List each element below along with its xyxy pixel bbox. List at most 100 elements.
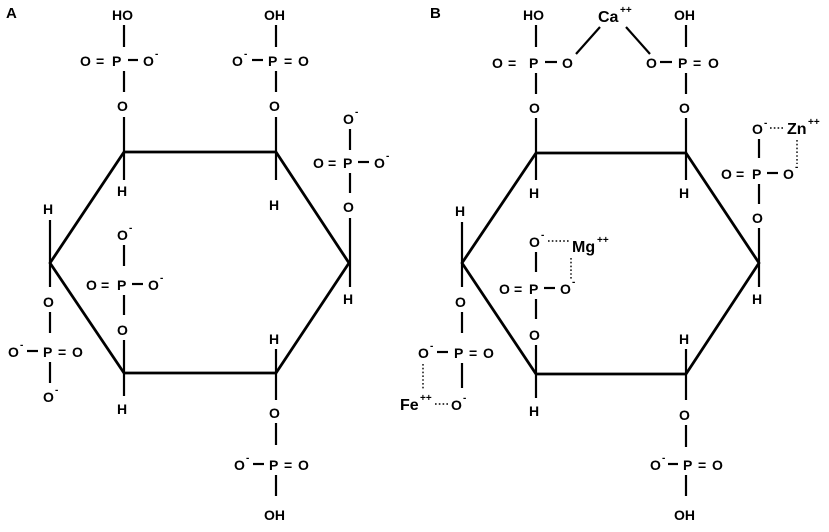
oxygen-label: O [343, 111, 354, 127]
phosphorus-label: P [43, 344, 52, 360]
oxygen-label: O [492, 55, 503, 71]
hydroxyl-label: OH [674, 507, 695, 523]
negative-charge: - [463, 393, 466, 404]
bridge-oxygen-label: O [43, 294, 54, 310]
phosphorus-label: P [112, 53, 121, 69]
oxygen-label: O [783, 166, 794, 182]
hydroxyl-label: OH [674, 7, 695, 23]
oxygen-label: O [499, 281, 510, 297]
panel-a-inositol-ring [48, 150, 351, 375]
bridge-oxygen-label: O [455, 294, 466, 310]
hydroxyl-label: HO [523, 7, 544, 23]
panel-b-inositol-ring [460, 151, 761, 376]
double-bond-label: = [508, 55, 516, 71]
oxygen-label: O [117, 227, 128, 243]
double-bond-label: = [693, 55, 701, 71]
oxygen-label: O [43, 389, 54, 405]
bridge-oxygen-label: O [529, 100, 540, 116]
oxygen-label: O [418, 345, 429, 361]
negative-charge: - [55, 385, 58, 396]
bridge-oxygen-label: O [529, 327, 540, 343]
phosphorus-label: P [752, 166, 761, 182]
negative-charge: - [160, 273, 163, 284]
negative-charge: - [541, 230, 544, 241]
magnesium-charge: ++ [597, 235, 609, 246]
calcium-charge: ++ [620, 5, 632, 16]
phosphorus-label: P [529, 55, 538, 71]
negative-charge: - [795, 162, 798, 173]
oxygen-label: O [80, 53, 91, 69]
panel-b-phosphate-4: O - Mg ++ O = P O - O H [499, 230, 609, 419]
hydrogen-label: H [752, 291, 762, 307]
hydrogen-label: H [117, 401, 127, 417]
iron-charge: ++ [420, 393, 432, 404]
hydrogen-label: H [43, 201, 53, 217]
double-bond-label: = [58, 344, 66, 360]
panel-b: B Ca ++ HO O = P O O H OH O [400, 5, 820, 523]
oxygen-label: O [148, 277, 159, 293]
hydrogen-label: H [529, 185, 539, 201]
phosphorus-label: P [269, 457, 278, 473]
oxygen-label: O [72, 344, 83, 360]
bridge-oxygen-label: O [343, 199, 354, 215]
oxygen-label: O [86, 277, 97, 293]
oxygen-label: O [721, 166, 732, 182]
oxygen-label: O [232, 53, 243, 69]
negative-charge: - [355, 107, 358, 118]
panel-a-phosphate-6: H O O - P = O OH [234, 331, 309, 523]
negative-charge: - [20, 340, 23, 351]
oxygen-label: O [298, 457, 309, 473]
panel-b-phosphate-6: H O O - P = O OH [650, 331, 723, 523]
hydrogen-label: H [117, 183, 127, 199]
hydrogen-label: H [343, 291, 353, 307]
panel-b-phosphate-3: O - Zn ++ O = P O - O H [721, 117, 820, 307]
oxygen-label: O [708, 55, 719, 71]
double-bond-label: = [284, 457, 292, 473]
double-bond-label: = [96, 53, 104, 69]
oxygen-label: O [646, 55, 657, 71]
magnesium-symbol: Mg [572, 239, 595, 256]
phosphorus-label: P [529, 281, 538, 297]
oxygen-label: O [374, 155, 385, 171]
double-bond-label: = [469, 345, 477, 361]
oxygen-label: O [451, 397, 462, 413]
double-bond-label: = [328, 155, 336, 171]
oxygen-label: O [8, 344, 19, 360]
hydrogen-label: H [679, 185, 689, 201]
bridge-oxygen-label: O [117, 98, 128, 114]
hydroxyl-label: HO [112, 7, 133, 23]
panel-b-phosphate-2: OH O P = O O H [646, 7, 719, 201]
negative-charge: - [764, 118, 767, 129]
panel-b-phosphate-5: H O O - P = O Fe ++ O - [400, 203, 494, 414]
panel-a-label: A [6, 5, 17, 22]
hydroxyl-label: OH [264, 7, 285, 23]
oxygen-label: O [313, 155, 324, 171]
calcium-symbol: Ca [598, 9, 619, 26]
hydrogen-label: H [529, 403, 539, 419]
oxygen-label: O [143, 53, 154, 69]
oxygen-label: O [562, 55, 573, 71]
phosphorus-label: P [678, 55, 687, 71]
negative-charge: - [572, 277, 575, 288]
panel-a-phosphate-5: H O O - P = O O - [8, 201, 83, 405]
bridge-oxygen-label: O [752, 210, 763, 226]
calcium-ion: Ca ++ [575, 5, 651, 55]
bridge-oxygen-label: O [269, 98, 280, 114]
panel-a-phosphate-2: OH O - P = O O H [232, 7, 309, 213]
phosphorus-label: P [268, 53, 277, 69]
panel-a-phosphate-4: O - O = P O - O H [86, 223, 163, 417]
negative-charge: - [155, 49, 158, 60]
double-bond-label: = [514, 281, 522, 297]
hydrogen-label: H [269, 197, 279, 213]
double-bond-label: = [736, 166, 744, 182]
double-bond-label: = [284, 53, 292, 69]
oxygen-label: O [529, 234, 540, 250]
phosphorus-label: P [343, 155, 352, 171]
negative-charge: - [129, 223, 132, 234]
negative-charge: - [244, 49, 247, 60]
panel-b-label: B [430, 5, 441, 22]
oxygen-label: O [650, 457, 661, 473]
double-bond-label: = [698, 457, 706, 473]
double-bond-label: = [101, 277, 109, 293]
hydrogen-label: H [269, 331, 279, 347]
